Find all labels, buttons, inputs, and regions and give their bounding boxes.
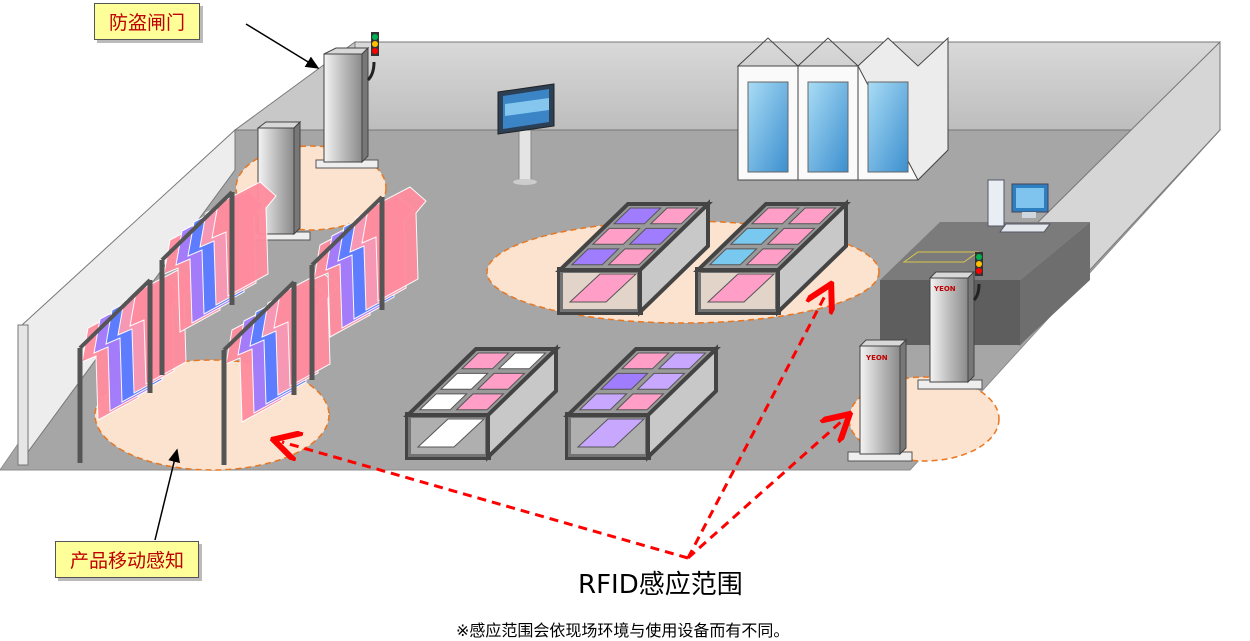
range-pointer-arrows — [282, 292, 843, 560]
display-table — [403, 344, 561, 462]
product-motion-callout: 产品移动感知 — [55, 541, 200, 578]
clothes-rack — [159, 181, 277, 375]
clothes-rack — [309, 186, 427, 380]
rfid-gate-icon: YEON — [917, 252, 983, 390]
gate-brand-label: YEON — [933, 285, 956, 293]
clothes-rack-icon — [77, 181, 427, 465]
rfid-range-caption: RFID感应范围 — [578, 570, 743, 600]
display-table — [555, 199, 713, 317]
refrigerator-icon — [736, 36, 949, 181]
display-table — [693, 199, 851, 317]
rfid-gate-icon: YEON — [847, 338, 913, 462]
rfid-gate-icon — [249, 120, 311, 241]
gate-leader-line — [245, 23, 320, 69]
computer-icon — [987, 179, 1051, 233]
footnote: ※感应范围会依现场环境与使用设备而有不同。 — [456, 621, 790, 640]
gate-callout: 防盗闸门 — [94, 3, 201, 40]
rfid-gate-icon — [315, 32, 379, 169]
gate-brand-label: YEON — [865, 354, 888, 362]
clothes-rack — [77, 269, 195, 463]
display-table-icon — [403, 199, 851, 462]
display-table — [563, 344, 721, 462]
monitor-icon — [497, 83, 555, 185]
product-leader-line — [154, 448, 180, 541]
